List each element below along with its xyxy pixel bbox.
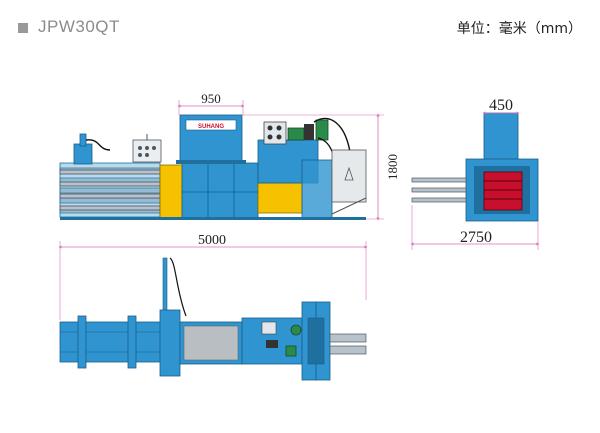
side-main-body [181,162,259,220]
top-discharge-frame [301,301,331,381]
dim-total-length: 5000 [58,233,368,320]
side-control-panel [132,134,162,163]
side-rails-front [59,169,161,211]
dim-end-length: 2750 [410,205,540,250]
end-rails [411,177,467,203]
side-electric-cabinet [331,149,367,215]
side-power-unit [257,182,303,214]
model-name: JPW30QT [38,17,120,36]
dim-label-2750: 2750 [460,229,492,246]
side-press-plate [159,164,183,220]
dim-end-width: 450 [482,97,520,115]
side-base [60,217,366,220]
end-view: 450 2750 [410,97,540,250]
end-bale [483,171,523,211]
side-hopper: SUHANG [176,114,246,164]
top-output-rails [329,333,367,355]
top-press-block [159,309,181,377]
dim-hopper-width: 950 [177,91,245,115]
dim-height: 1800 [243,113,400,221]
top-view: 5000 [58,233,368,381]
top-hose [169,257,187,317]
top-cylinder-rod [162,257,168,317]
side-discharge-frame [301,159,333,219]
side-tying-cylinder [73,133,111,165]
top-chamber [59,315,163,369]
dim-label-5000: 5000 [198,233,226,248]
dim-label-950: 950 [201,91,221,106]
side-view: SUHANG [59,91,400,221]
brand-plate: SUHANG [198,124,224,130]
dim-label-1800: 1800 [385,154,400,180]
unit-note: 单位：毫米（mm） [456,21,582,37]
top-power-unit [241,317,303,365]
dim-label-450: 450 [489,97,513,114]
title-marker-icon [18,23,28,33]
top-hopper-opening [179,321,243,365]
end-hopper [483,112,519,162]
